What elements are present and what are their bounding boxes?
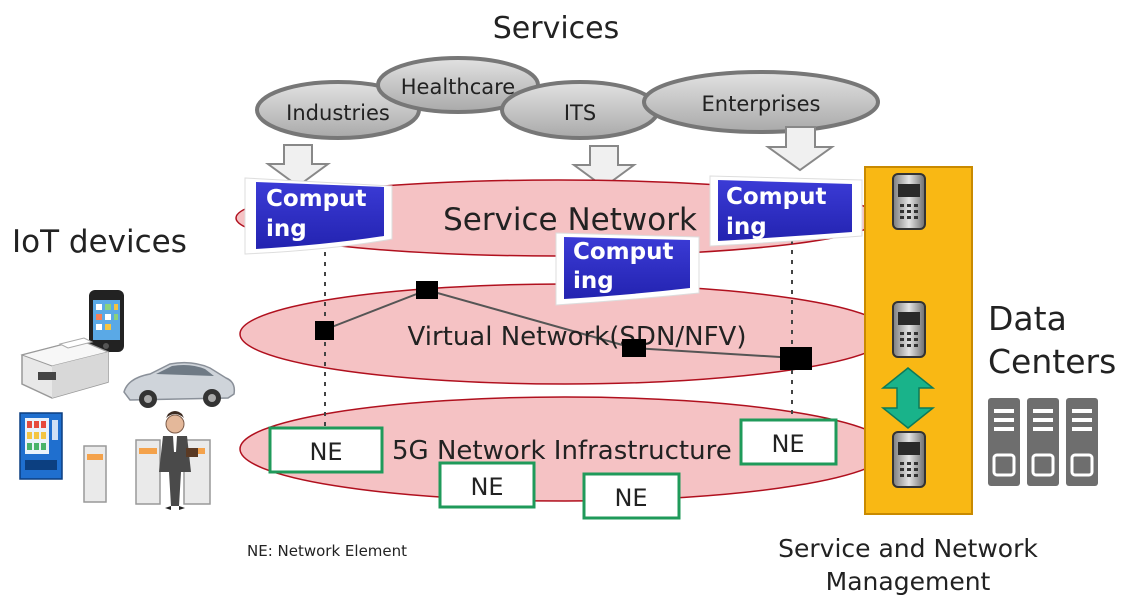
server-icon bbox=[892, 173, 926, 230]
virtual-node bbox=[780, 347, 812, 370]
virtual-node bbox=[315, 321, 334, 340]
service-enterprises-label: Enterprises bbox=[702, 92, 821, 116]
data-center-rack-icon bbox=[988, 398, 1098, 486]
infrastructure-label: 5G Network Infrastructure bbox=[392, 436, 732, 466]
computing-label-line2: ing bbox=[726, 214, 767, 240]
data-centers-label-line2: Centers bbox=[988, 342, 1116, 381]
computing-label-line1: Comput bbox=[573, 239, 673, 265]
service-healthcare: Healthcare bbox=[376, 56, 540, 114]
down-arrow-icon bbox=[764, 126, 836, 172]
vending-machine-icon bbox=[19, 412, 63, 480]
car-icon bbox=[123, 361, 236, 408]
management-label-line2: Management bbox=[826, 567, 991, 596]
virtual-network-label: Virtual Network(SDN/NFV) bbox=[408, 322, 747, 352]
virtual-node bbox=[622, 339, 646, 357]
businessman-icon bbox=[159, 411, 198, 510]
ne-label: NE bbox=[470, 473, 503, 501]
down-arrow-icon bbox=[570, 145, 638, 189]
service-its-label: ITS bbox=[564, 101, 596, 125]
iot-devices-label: IoT devices bbox=[12, 224, 187, 260]
ne-label: NE bbox=[771, 430, 804, 458]
service-healthcare-label: Healthcare bbox=[401, 75, 515, 99]
server-icon bbox=[892, 301, 926, 358]
service-industries-label: Industries bbox=[286, 101, 390, 125]
ne-box: NE bbox=[739, 418, 838, 466]
computing-block-left: Comput ing bbox=[244, 177, 393, 255]
smartphone-icon bbox=[89, 290, 124, 352]
service-its: ITS bbox=[500, 80, 660, 140]
ne-label: NE bbox=[309, 438, 342, 466]
down-arrow-icon bbox=[264, 144, 332, 188]
printer-icon bbox=[20, 337, 110, 399]
sync-arrow-icon bbox=[880, 367, 936, 429]
ne-box: NE bbox=[268, 426, 384, 474]
computing-label-line1: Comput bbox=[266, 186, 366, 212]
computing-label-line2: ing bbox=[266, 216, 307, 242]
data-centers-label-line1: Data bbox=[988, 299, 1067, 338]
computing-label-line2: ing bbox=[573, 268, 614, 294]
ne-label: NE bbox=[614, 484, 647, 512]
services-title: Services bbox=[493, 11, 620, 46]
virtual-node bbox=[416, 281, 438, 299]
service-enterprises: Enterprises bbox=[642, 70, 880, 134]
virtual-link bbox=[323, 288, 797, 359]
computing-label-line1: Comput bbox=[726, 184, 826, 210]
service-network-label: Service Network bbox=[443, 202, 697, 238]
server-icon bbox=[892, 431, 926, 488]
computing-block-right: Comput ing bbox=[709, 175, 863, 247]
computing-block-center: Comput ing bbox=[555, 232, 700, 306]
ne-box: NE bbox=[438, 461, 536, 509]
ne-box: NE bbox=[582, 472, 681, 520]
ne-legend: NE: Network Element bbox=[247, 542, 407, 560]
management-label-line1: Service and Network bbox=[778, 534, 1038, 563]
